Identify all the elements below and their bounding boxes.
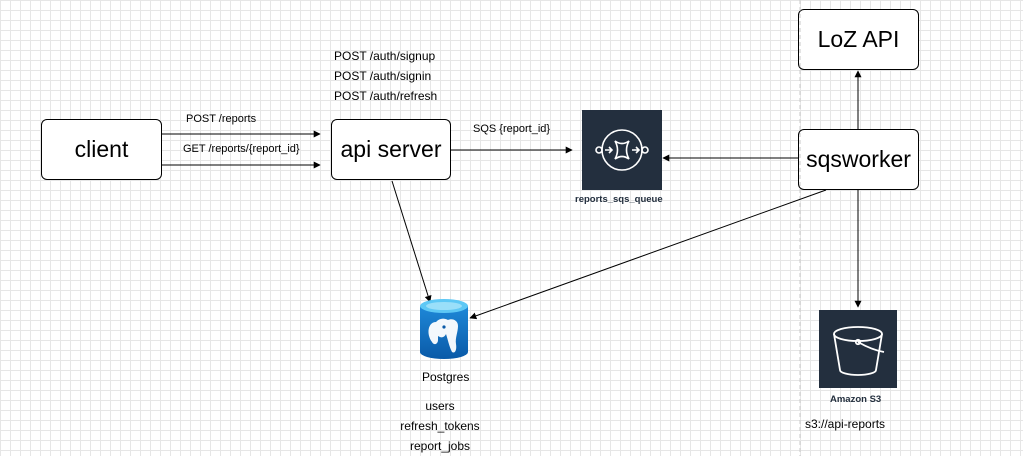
postgres-table: refresh_tokens [400, 419, 480, 433]
sqs-queue-caption: reports_sqs_queue [575, 194, 663, 205]
postgres-table: users [425, 399, 455, 413]
s3-bucket-icon [833, 326, 885, 376]
postgres-table: report_jobs [409, 439, 471, 453]
sqs-queue-icon [595, 129, 649, 171]
auth-endpoint: POST /auth/refresh [334, 89, 438, 103]
client-node[interactable]: client [41, 119, 162, 180]
s3-path: s3://api-reports [805, 417, 886, 431]
postgres-database-icon [420, 299, 468, 359]
auth-endpoint: POST /auth/signin [334, 69, 432, 83]
auth-endpoint-list: POST /auth/signup POST /auth/signin POST… [334, 46, 437, 106]
api-server-node[interactable]: api server [331, 119, 451, 180]
edge-label-get-report: GET /reports/{report_id} [183, 143, 300, 155]
auth-endpoint: POST /auth/signup [334, 49, 436, 63]
sqsworker-node[interactable]: sqsworker [798, 129, 919, 190]
edge-label-post-reports: POST /reports [186, 113, 257, 125]
edge-worker-to-postgres [469, 189, 827, 320]
edge-api-to-postgres [391, 180, 432, 303]
s3-caption: Amazon S3 [830, 394, 882, 405]
loz-api-node[interactable]: LoZ API [798, 9, 919, 70]
postgres-caption: Postgres [422, 370, 470, 384]
postgres-table-list: users refresh_tokens report_jobs [395, 396, 485, 456]
edge-label-sqs-message: SQS {report_id} [473, 123, 551, 135]
